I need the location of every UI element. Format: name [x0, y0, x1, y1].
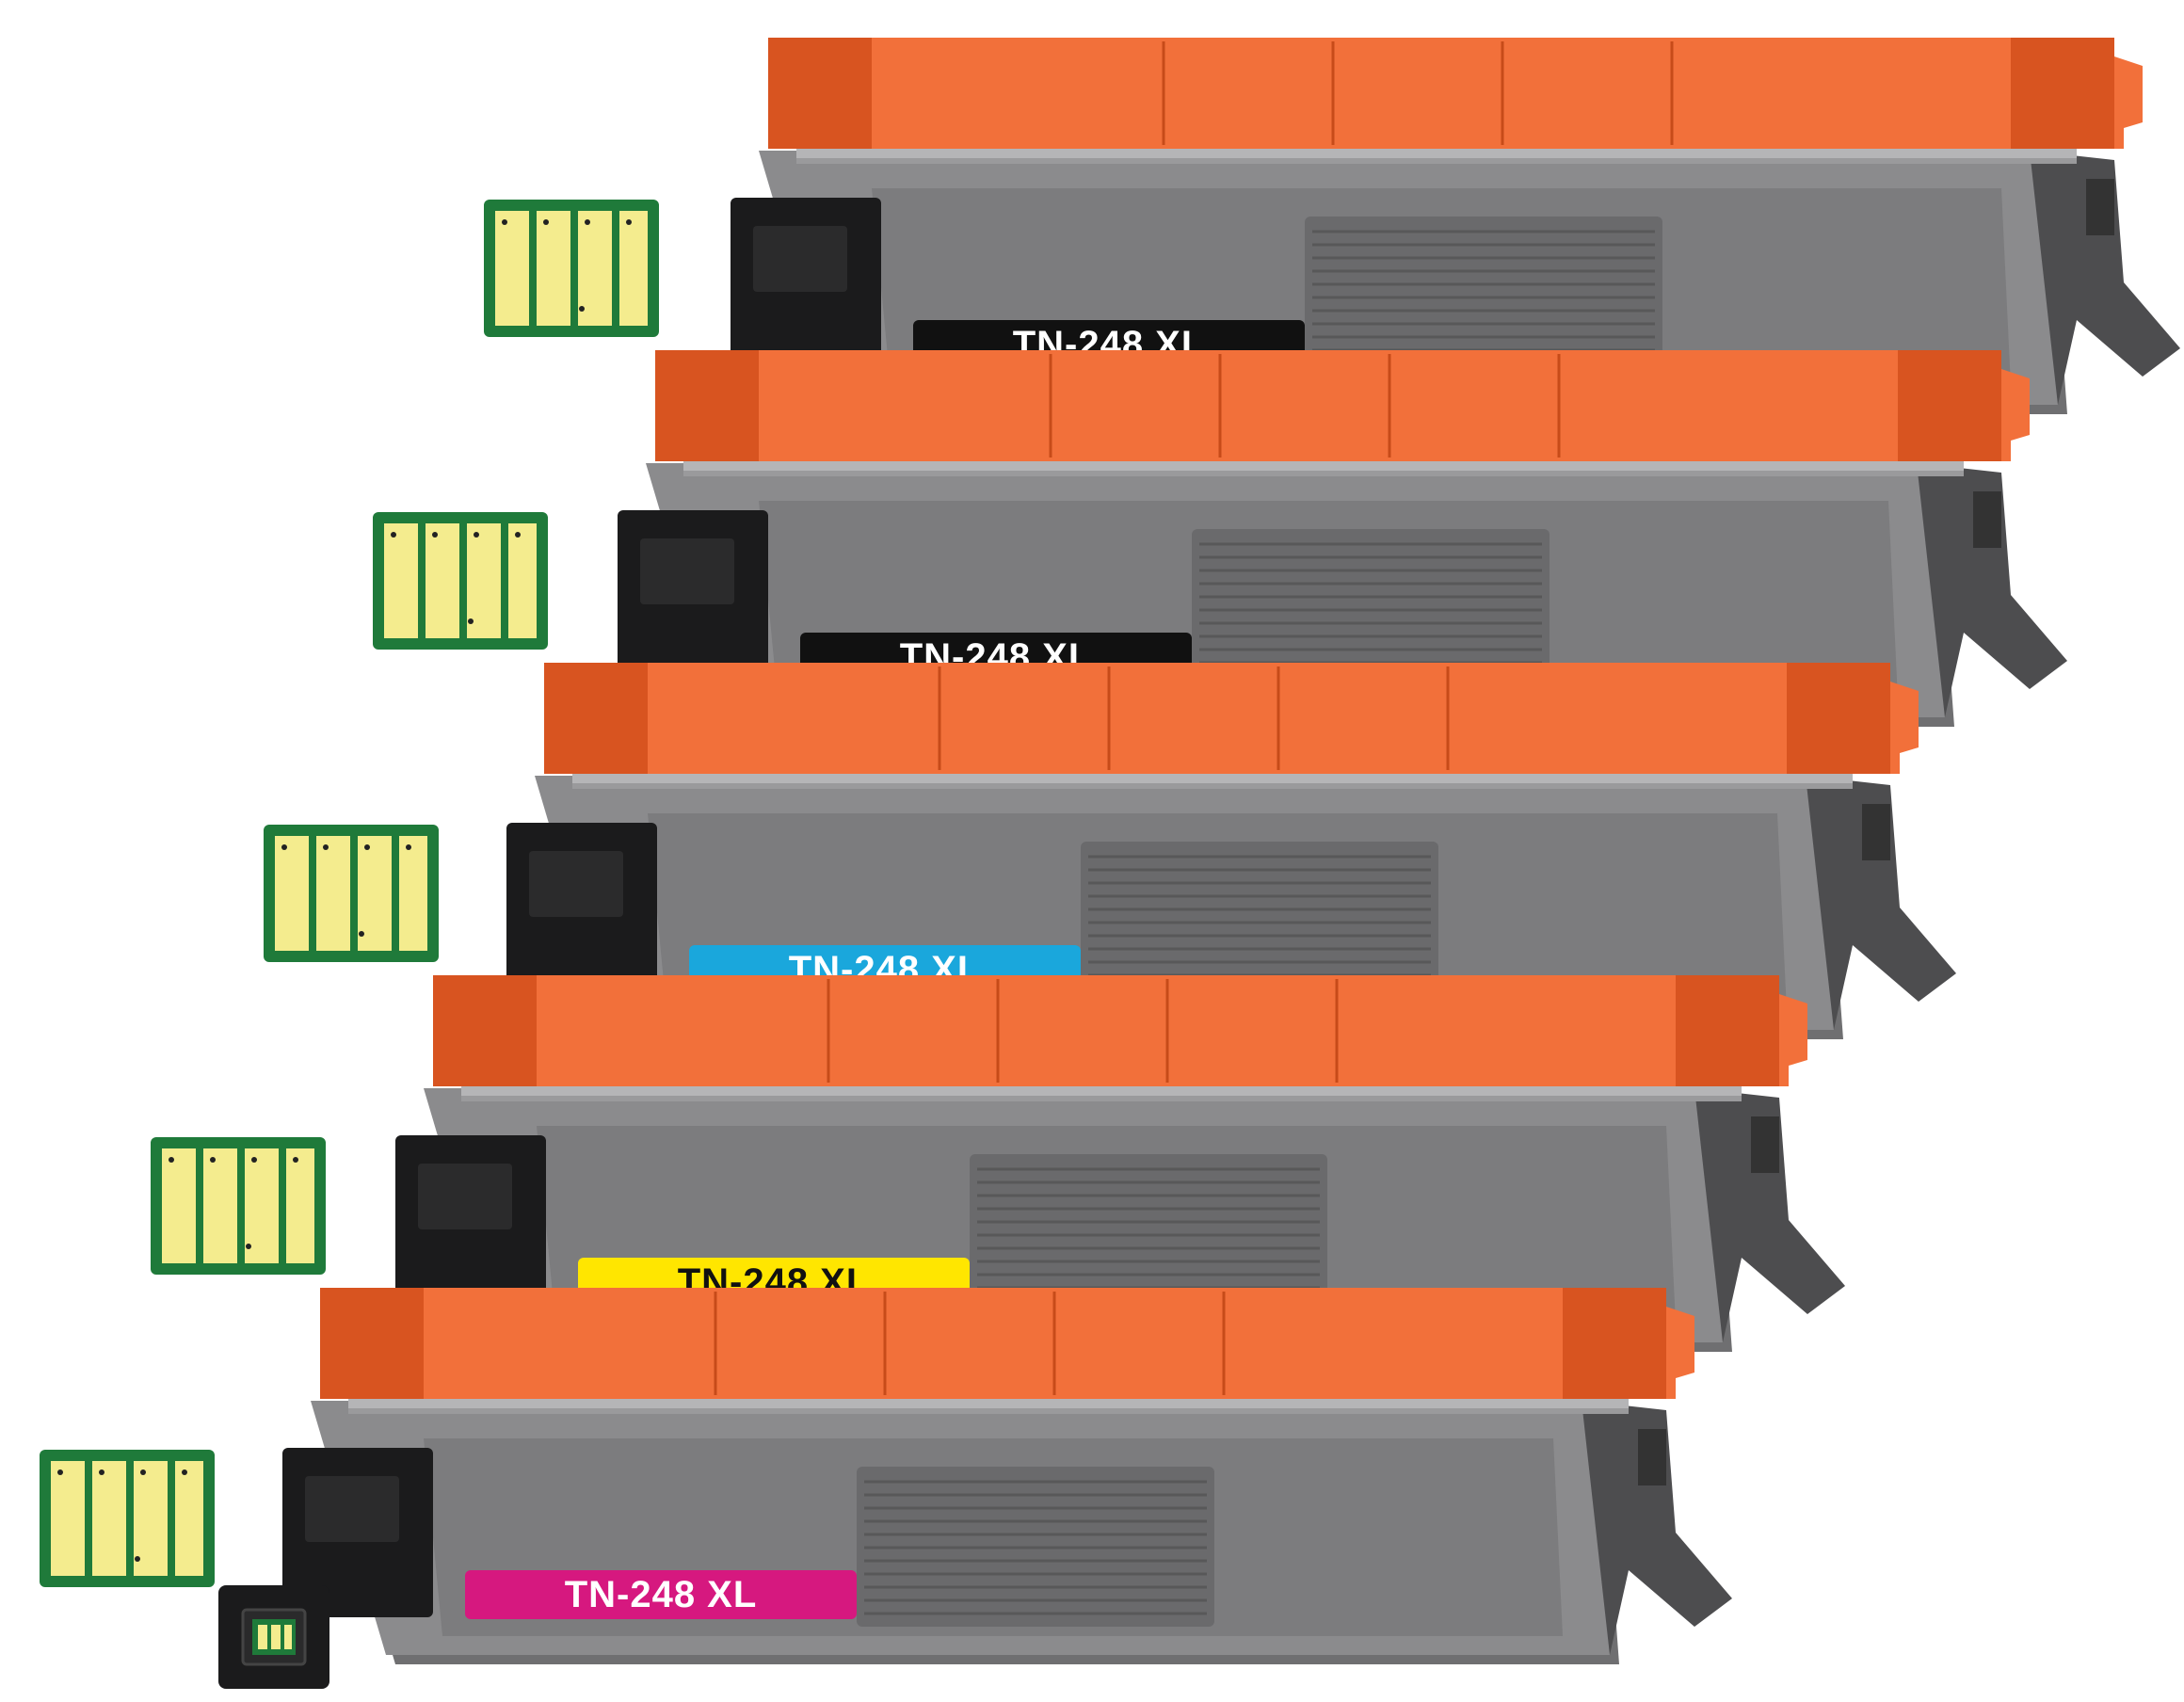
- toner-chip-2: [373, 512, 548, 650]
- chip-holder: [218, 1585, 329, 1689]
- toner-cartridge-5: TN-248 XL: [282, 1288, 1751, 1702]
- toner-chip-4: [151, 1137, 326, 1275]
- cartridge-label-5: TN-248 XL: [465, 1570, 857, 1619]
- toner-cartridge-4: TN-248 XL: [395, 975, 1864, 1389]
- toner-chip-1: [484, 200, 659, 337]
- toner-chip-5: [40, 1450, 215, 1587]
- toner-chip-3: [264, 825, 439, 962]
